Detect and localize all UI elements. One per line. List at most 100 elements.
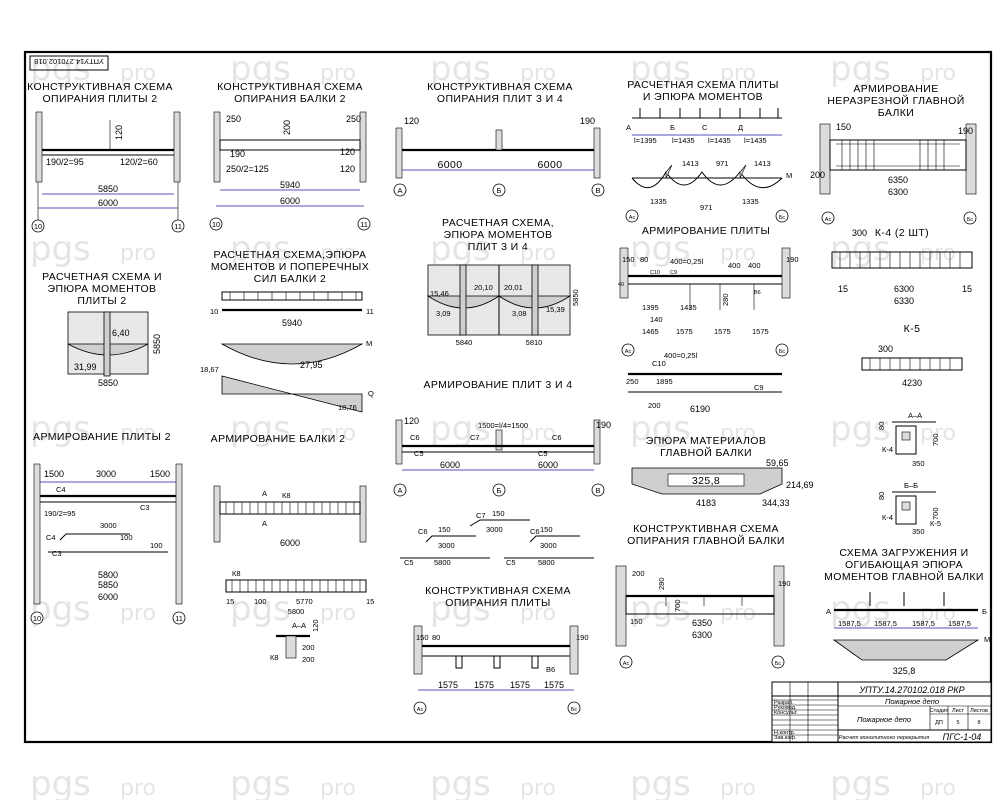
svg-text:Д: Д (738, 123, 743, 132)
title-beam2-calc-l3: СИЛ БАЛКИ 2 (254, 273, 327, 285)
watermark-brand: pgs (430, 409, 491, 449)
dim-5800-s2: 5800 (98, 570, 118, 580)
dim-400-a: 400 (728, 261, 741, 270)
val-6-40: 6,40 (112, 328, 130, 338)
dim-1500-l4: 1500=l/4=1500 (478, 421, 528, 430)
mark-K8-a: К8 (282, 491, 291, 500)
watermark-brand: pgs (230, 589, 291, 629)
dim-700-bb: 700 (931, 507, 940, 520)
dim-6000-s2: 6000 (98, 592, 118, 602)
dim-100-a: 100 (120, 533, 133, 542)
stamp-row-3: Консульт. (774, 710, 798, 716)
block-material-diagram: ЭПЮРА МАТЕРИАЛОВ ГЛАВНОЙ БАЛКИ 325,8 59,… (631, 435, 814, 508)
stamp-title: Пожарное депо (857, 715, 911, 724)
dim-150-mb: 150 (836, 122, 851, 132)
watermark-suffix: pro (520, 421, 556, 446)
watermark-suffix: pro (320, 241, 356, 266)
dim-4183: 4183 (696, 498, 716, 508)
stamp-row-2: Руковод. (774, 705, 797, 711)
title-slab34-calc-l1: РАСЧЕТНАЯ СХЕМА, (442, 217, 554, 229)
block-beam2-support: КОНСТРУКТИВНАЯ СХЕМА ОПИРАНИЯ БАЛКИ 2 25… (209, 81, 371, 231)
axis-10-c: 10 (210, 307, 218, 316)
block-sections: А–А 80 700 К-4 350 Б–Б 80 700 К-4 К-5 35… (877, 411, 941, 536)
dim-300-k4: 300 (852, 228, 867, 238)
dim-1575-ss-b: 1575 (474, 680, 494, 690)
dim-190-mbs: 190 (778, 579, 791, 588)
watermark-suffix: pro (120, 421, 156, 446)
dim-4230: 4230 (902, 378, 922, 388)
watermark-brand: pgs (430, 49, 491, 89)
m-971-b: 971 (700, 203, 713, 212)
watermark-suffix: pro (520, 241, 556, 266)
watermark-suffix: pro (720, 421, 756, 446)
watermark-suffix: pro (920, 61, 956, 86)
title-beam2-support-l2: ОПИРАНИЯ БАЛКИ 2 (234, 93, 346, 105)
dim-190-sr: 190 (786, 255, 799, 264)
l-1435-a: l=1435 (672, 136, 695, 145)
dim-1435: 1435 (680, 303, 697, 312)
stamp-sheet: 5 (956, 720, 959, 726)
mark-K5: К-5 (930, 519, 941, 528)
dim-6190: 6190 (690, 404, 710, 414)
dim-6350-mb: 6350 (888, 175, 908, 185)
watermark-brand: pgs (430, 229, 491, 269)
dim-1500-a: 1500 (44, 469, 64, 479)
dim-250-sr: 250 (626, 377, 639, 386)
title-mb-support-l2: ОПИРАНИЯ ГЛАВНОЙ БАЛКИ (627, 534, 785, 547)
dim-80-bb: 80 (877, 492, 886, 500)
title-slab2-support-l1: КОНСТРУКТИВНАЯ СХЕМА (27, 81, 173, 93)
dim-80-sr: 80 (640, 255, 648, 264)
block-slab2-calc: РАСЧЕТНАЯ СХЕМА И ЭПЮРА МОМЕНТОВ ПЛИТЫ 2… (42, 271, 162, 388)
dim-140: 140 (650, 315, 663, 324)
title-main-beam-l1: АРМИРОВАНИЕ (853, 83, 938, 95)
dim-6300-mb: 6300 (888, 187, 908, 197)
watermark-suffix: pro (320, 421, 356, 446)
mark-K4-b: К-4 (882, 513, 893, 522)
stamp-object: Пожарное депо (885, 697, 939, 706)
stamp-code: УПТУ.14.270102.018 РКР (858, 685, 964, 695)
svg-text:А: А (826, 607, 831, 616)
axis-Bc-a: Бс (779, 215, 786, 221)
watermark-suffix: pro (720, 61, 756, 86)
dim-5850-c: 5850 (98, 378, 118, 388)
svg-text:С: С (702, 123, 708, 132)
watermark-brand: pgs (630, 229, 691, 269)
dim-1587-a: 1587,5 (838, 619, 861, 628)
code-box (29, 55, 109, 71)
mark-K4-a: К-4 (882, 445, 893, 454)
mark-Q: Q (368, 389, 374, 398)
dim-15-b2a: 15 (226, 597, 234, 606)
m-1335-b: 1335 (742, 197, 759, 206)
dim-280: 280 (721, 293, 730, 306)
watermark-brand: pgs (830, 764, 891, 800)
watermark-layer: pgs pro pgs pro pgs pro pgs pro pgs pro pgs pro pgs p… (30, 49, 956, 800)
title-slab2-support-l2: ОПИРАНИЯ ПЛИТЫ 2 (42, 93, 157, 105)
dim-3000-c6b: 3000 (540, 541, 557, 550)
dim-250: 250 (226, 114, 241, 124)
dim-200: 200 (282, 120, 292, 135)
axis-Bc-e: Бс (571, 707, 578, 713)
title-k5: К-5 (904, 323, 921, 335)
mark-C7-a: С7 (470, 433, 480, 442)
stamp-row-1: Разраб. (774, 700, 794, 706)
watermark-suffix: pro (120, 61, 156, 86)
mark-C7-b: С7 (476, 511, 486, 520)
mark-M-b: M (366, 339, 372, 348)
title-slab34-reinf: АРМИРОВАНИЕ ПЛИТ 3 И 4 (423, 379, 572, 391)
axis-A-b: А (397, 486, 402, 495)
stamp-subtitle: Расчет монолитного перекрытия (839, 735, 930, 741)
watermark-brand: pgs (30, 764, 91, 800)
stamp-col-stage: Стадия (930, 708, 949, 714)
axis-11-a: 11 (174, 222, 182, 231)
block-k5: К-5 300 4230 (861, 323, 963, 388)
dim-200-aa: 200 (302, 643, 315, 652)
title-slab2-reinf: АРМИРОВАНИЕ ПЛИТЫ 2 (33, 431, 171, 443)
block-slab34-calc: РАСЧЕТНАЯ СХЕМА, ЭПЮРА МОМЕНТОВ ПЛИТ 3 И… (426, 217, 580, 347)
dim-15-b2b: 15 (366, 597, 374, 606)
mark-K8-b: К8 (232, 569, 241, 578)
dim-3000-s2: 3000 (96, 469, 116, 479)
dim-190-95-b: 190/2=95 (44, 509, 76, 518)
svg-text:А: А (262, 519, 267, 528)
watermark-suffix: pro (920, 421, 956, 446)
axis-10-a: 10 (34, 222, 42, 231)
